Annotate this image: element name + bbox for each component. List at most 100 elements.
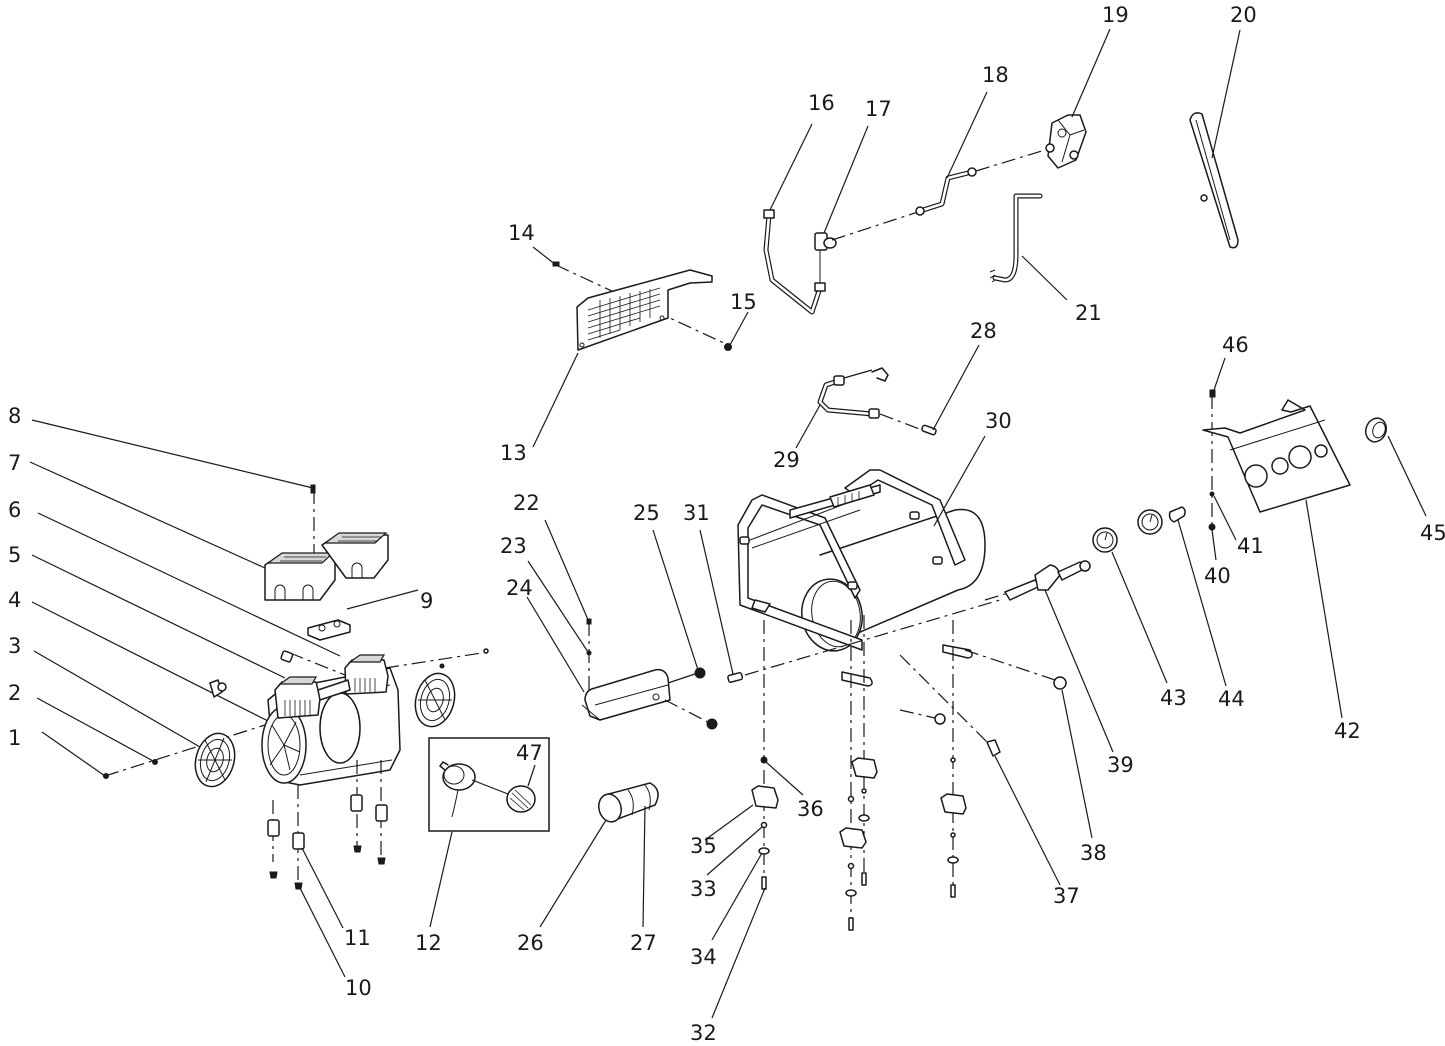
shroud-group [532,28,1241,448]
callout-44: 44 [1218,687,1245,711]
nut-part-38 [1053,676,1067,690]
panel-group [1202,357,1351,719]
tube-part-16 [763,209,826,315]
cover-part-24 [581,668,671,721]
elbow-fitting-part-5 [209,679,227,698]
callout-13: 13 [500,441,527,465]
fitting-part-28 [921,424,937,436]
callout-18: 18 [982,63,1009,87]
callout-39: 39 [1107,753,1134,777]
washer-part-33 [760,821,768,829]
tube-part-29 [817,367,889,419]
mounting-hardware-group [704,615,967,1019]
callout-labels: 1 2 3 4 5 6 7 8 9 10 11 12 13 14 15 16 1… [8,3,1445,1045]
tank-frame-part-30 [737,469,986,687]
bushing-part-45 [1364,417,1388,443]
filter-cylinder-parts-26-27 [539,782,659,928]
handle-part-20 [1189,112,1239,249]
nut-part-40 [1208,523,1216,531]
pressure-gauge-part-43 [1092,527,1118,553]
screw-part-1 [103,773,109,779]
outlet-tube-group [795,344,980,449]
callout-3: 3 [8,634,21,658]
callout-10: 10 [345,976,372,1000]
callout-5: 5 [8,543,21,567]
callout-2: 2 [8,681,21,705]
callout-30: 30 [985,409,1012,433]
washer-part-36 [760,756,768,764]
callout-42: 42 [1334,719,1361,743]
isolator-feet-parts-10-11 [267,760,388,890]
callout-47: 47 [516,741,543,765]
callout-43: 43 [1160,686,1187,710]
fan-guard-part-3 [194,732,236,788]
callout-34: 34 [690,945,717,969]
callout-11: 11 [344,926,371,950]
nut-part-25 [694,667,706,679]
callout-6: 6 [8,498,21,522]
callout-1: 1 [8,726,21,750]
callout-45: 45 [1420,521,1445,545]
fan-guard-right [414,672,456,728]
inset-box-part-12 [428,737,550,832]
washer-part-41 [1209,491,1215,497]
callout-37: 37 [1053,884,1080,908]
callout-40: 40 [1204,564,1231,588]
tank-gauge [1137,509,1163,535]
screw-part-22 [586,618,592,625]
callout-12: 12 [415,931,442,955]
callout-17: 17 [865,97,892,121]
callout-23: 23 [500,534,527,558]
pump-body-part-4 [261,654,401,786]
screw-part-46 [1209,389,1216,398]
callout-33: 33 [690,877,717,901]
callout-7: 7 [8,451,21,475]
plug-part-6 [280,650,294,663]
callout-19: 19 [1102,3,1129,27]
callout-36: 36 [797,797,824,821]
valve-manifold-part-39 [984,560,1091,601]
tee-fitting-part-17 [814,232,837,283]
tube-part-18 [915,167,977,216]
callout-31: 31 [683,501,710,525]
callout-15: 15 [730,290,757,314]
nut-part-15 [724,343,732,351]
callout-21: 21 [1075,301,1102,325]
bolt-part-32 [761,876,767,890]
pressure-switch-part-19 [1045,114,1087,169]
fitting-part-31 [727,671,744,683]
callout-22: 22 [513,491,540,515]
screw-part-14 [552,261,560,267]
gasket-part-9 [307,619,351,641]
callout-41: 41 [1237,534,1264,558]
head-cover-part-7 [264,532,389,601]
callout-29: 29 [773,448,800,472]
drain-fitting-part-37 [899,654,1001,757]
screw-part-8 [310,484,316,494]
washer-part-34 [758,847,770,855]
callout-35: 35 [690,834,717,858]
callout-20: 20 [1230,3,1257,27]
callout-27: 27 [630,931,657,955]
callout-14: 14 [508,221,535,245]
power-cord-part-21 [989,193,1043,283]
bracket-part-35 [751,785,779,809]
cover-group [526,519,718,730]
callout-25: 25 [633,501,660,525]
shroud-part-13 [576,269,713,351]
control-panel-part-42 [1202,399,1351,513]
filter-element-part-47 [506,785,536,813]
callout-28: 28 [970,319,997,343]
safety-valve-part-44 [1168,506,1186,523]
washer-part-23 [586,650,592,656]
callout-46: 46 [1222,333,1249,357]
callout-38: 38 [1080,841,1107,865]
callout-9: 9 [420,589,433,613]
callout-8: 8 [8,404,21,428]
callout-16: 16 [808,91,835,115]
callout-4: 4 [8,588,21,612]
callout-26: 26 [517,931,544,955]
callout-32: 32 [690,1021,717,1045]
pump-assembly-group [29,419,550,978]
